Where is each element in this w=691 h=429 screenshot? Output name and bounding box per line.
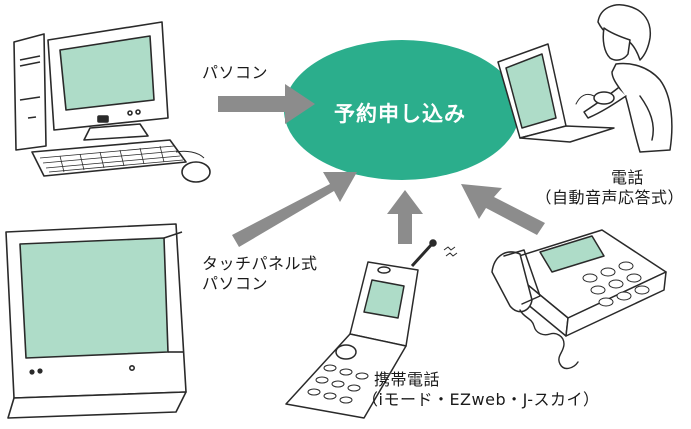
mobile-label-line1: 携帯電話 [374,370,441,389]
mobile-phone-icon [285,239,458,419]
arrow-from-touch-panel-pc [232,172,357,247]
touch-panel-pc-icon [5,223,187,419]
desktop-pc-icon [13,21,211,183]
arrow-from-phone [461,184,545,235]
arrow-from-pc [218,84,315,124]
source-label-touch-panel-pc: タッチパネル式 パソコン [202,254,318,294]
person-with-laptop-icon [497,4,673,153]
mobile-label-line2: （iモード・EZweb・J-スカイ） [362,390,600,409]
source-label-phone: 電話 （自動音声応答式） [532,168,684,208]
phone-label-line1: 電話 [610,168,644,187]
reservation-ellipse [284,40,520,180]
pc-label: パソコン [202,63,269,82]
phone-label-line2: （自動音声応答式） [535,188,684,207]
source-label-mobile: 携帯電話 （iモード・EZweb・J-スカイ） [362,370,600,410]
touch-panel-pc-label-line2: パソコン [202,274,269,293]
desk-phone-icon [491,229,667,370]
touch-panel-pc-label-line1: タッチパネル式 [202,254,318,273]
arrow-from-mobile [387,190,423,244]
source-label-pc: パソコン [202,63,268,83]
reservation-label: 予約申し込み [334,102,466,126]
